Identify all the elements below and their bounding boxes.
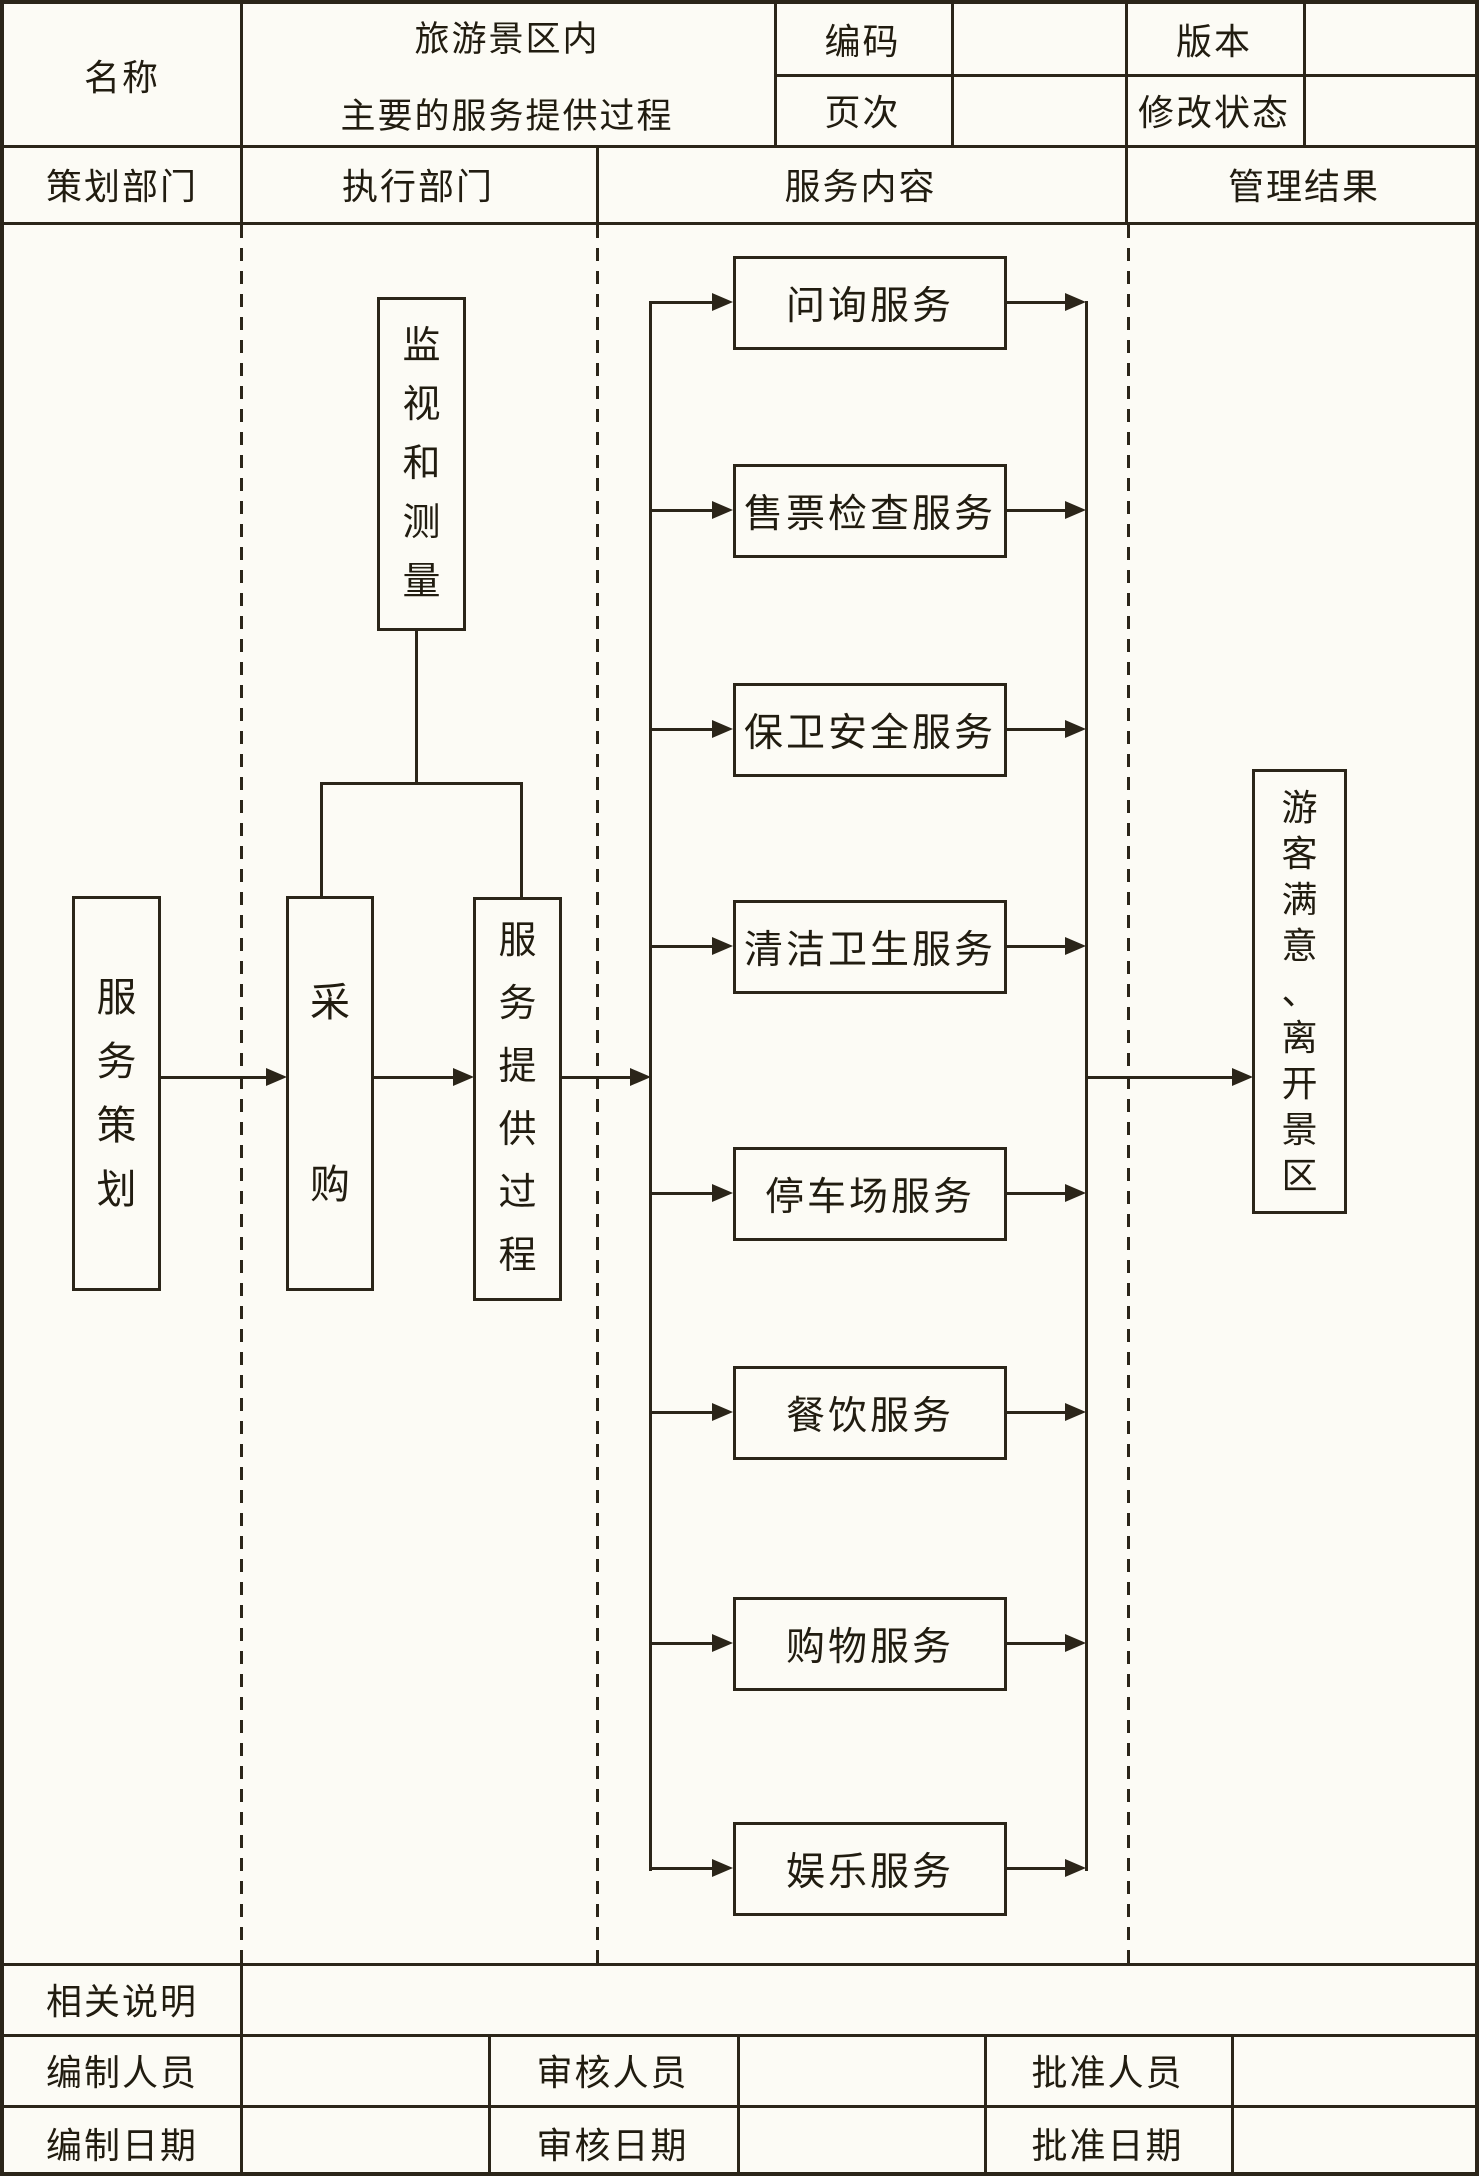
service-8-label: 娱乐服务 — [785, 1851, 954, 1894]
flow-box-service-planning[interactable]: 服 务 策 划 — [72, 896, 161, 1291]
procurement-label: 采 购 — [310, 979, 350, 1207]
footer-vline-1 — [240, 1963, 243, 2172]
flow-box-procurement[interactable]: 采 购 — [286, 896, 374, 1291]
left-distribution-trunk — [649, 301, 652, 1871]
connector-monitor-right-drop — [520, 782, 523, 899]
flow-box-monitoring[interactable]: 监 视 和 测 量 — [377, 297, 466, 631]
page-value[interactable] — [951, 74, 1125, 145]
code-value[interactable] — [951, 4, 1125, 74]
form-title-line1: 旅游景区内 — [414, 19, 600, 59]
header-vline-5 — [1303, 4, 1306, 148]
flow-box-outcome[interactable]: 游 客 满 意 、 离 开 景 区 — [1252, 769, 1347, 1214]
flow-box-service-2[interactable]: 售票检查服务 — [733, 464, 1007, 558]
flow-box-service-3[interactable]: 保卫安全服务 — [733, 683, 1007, 777]
connector-monitor-bar — [320, 782, 523, 785]
lane-planning-dept: 策划部门 — [45, 166, 198, 207]
outcome-label: 游 客 满 意 、 离 开 景 区 — [1281, 787, 1318, 1196]
arrow-process-to-trunk — [562, 1076, 631, 1079]
arrowhead-process-to-trunk — [630, 1068, 651, 1086]
header-vline-3 — [951, 4, 954, 148]
lane-execution-dept: 执行部门 — [341, 166, 494, 207]
reviewed-by-label: 审核人员 — [536, 2052, 689, 2093]
notes-label: 相关说明 — [45, 1981, 198, 2022]
header-vline-2 — [774, 4, 777, 148]
footer-vline-4 — [984, 2034, 987, 2172]
service-6-label: 餐饮服务 — [785, 1395, 954, 1438]
footer-vline-2 — [488, 2034, 491, 2172]
reviewed-by-value[interactable] — [737, 2034, 984, 2105]
flow-box-service-process[interactable]: 服 务 提 供 过 程 — [473, 897, 562, 1301]
service-3-label: 保卫安全服务 — [743, 712, 996, 755]
form-title: 旅游景区内 主要的服务提供过程 — [240, 4, 774, 145]
prepared-date-value[interactable] — [240, 2105, 488, 2172]
service-7-label: 购物服务 — [785, 1626, 954, 1669]
prepared-by-value[interactable] — [240, 2034, 488, 2105]
service-planning-label: 服 务 策 划 — [96, 974, 137, 1212]
lane-management-result: 管理结果 — [1227, 166, 1380, 207]
service-process-label: 服 务 提 供 过 程 — [498, 920, 537, 1277]
service-4-label: 清洁卫生服务 — [743, 929, 996, 972]
arrow-trunk-to-outcome — [1086, 1076, 1233, 1079]
flow-box-service-7[interactable]: 购物服务 — [733, 1597, 1007, 1691]
version-label: 版本 — [1175, 22, 1252, 62]
approval-date-label: 批准日期 — [1031, 2125, 1184, 2166]
header-vline-1 — [240, 4, 243, 225]
connector-monitor-left-drop — [320, 782, 323, 898]
flow-box-service-4[interactable]: 清洁卫生服务 — [733, 900, 1007, 994]
flow-box-service-6[interactable]: 餐饮服务 — [733, 1366, 1007, 1460]
arrowhead-planning-to-procurement — [266, 1068, 287, 1086]
flow-box-service-1[interactable]: 问询服务 — [733, 256, 1007, 350]
lane-dashed-divider-2 — [596, 225, 599, 1963]
arrow-procurement-to-process — [374, 1076, 454, 1079]
arrowhead-procurement-to-process — [453, 1068, 474, 1086]
service-1-label: 问询服务 — [785, 285, 954, 328]
approved-by-value[interactable] — [1231, 2034, 1475, 2105]
right-collection-trunk — [1085, 301, 1088, 1871]
dept-vline — [596, 145, 599, 225]
prepared-by-label: 编制人员 — [45, 2052, 198, 2093]
flow-area-bottom-border — [4, 1963, 1475, 1966]
footer-vline-3 — [737, 2034, 740, 2172]
header-vline-4 — [1125, 4, 1128, 225]
notes-value[interactable] — [240, 1963, 1475, 2034]
revision-value[interactable] — [1303, 74, 1475, 145]
connector-monitor-stem — [415, 629, 418, 785]
service-2-label: 售票检查服务 — [743, 493, 996, 536]
service-5-label: 停车场服务 — [764, 1176, 975, 1219]
lane-service-content: 服务内容 — [784, 166, 937, 207]
page-label: 页次 — [824, 92, 901, 133]
flow-box-service-8[interactable]: 娱乐服务 — [733, 1822, 1007, 1916]
code-label: 编码 — [824, 22, 901, 62]
form-name-label: 名称 — [83, 57, 160, 98]
header-divider — [4, 145, 1475, 148]
review-date-value[interactable] — [737, 2105, 984, 2172]
prepared-date-label: 编制日期 — [45, 2125, 198, 2166]
review-date-label: 审核日期 — [536, 2125, 689, 2166]
approved-by-label: 批准人员 — [1031, 2052, 1184, 2093]
revision-label: 修改状态 — [1137, 92, 1290, 133]
monitoring-label: 监 视 和 测 量 — [402, 324, 441, 603]
lane-dashed-divider-3 — [1127, 225, 1130, 1963]
lane-dashed-divider-1 — [240, 225, 243, 1963]
footer-vline-5 — [1231, 2034, 1234, 2172]
form-title-line2: 主要的服务提供过程 — [340, 96, 674, 136]
flow-box-service-5[interactable]: 停车场服务 — [733, 1147, 1007, 1241]
arrow-planning-to-procurement — [161, 1076, 267, 1079]
version-value[interactable] — [1303, 4, 1475, 74]
arrowhead-trunk-to-outcome — [1232, 1068, 1253, 1086]
approval-date-value[interactable] — [1231, 2105, 1475, 2172]
dept-row-divider — [4, 222, 1475, 225]
